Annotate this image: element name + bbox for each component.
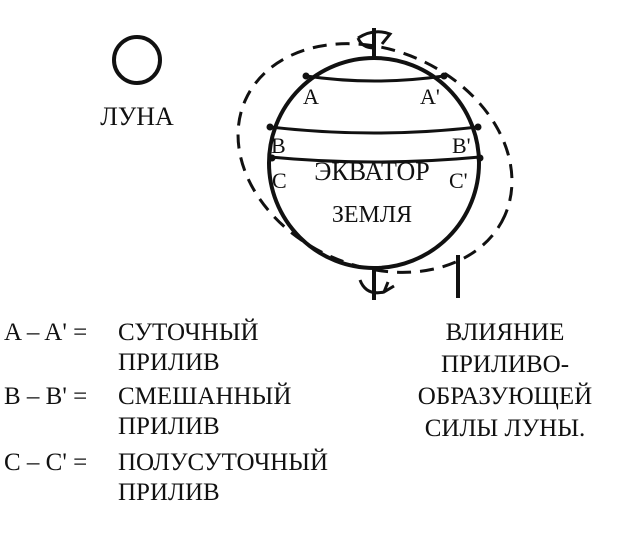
latitude-line-b [269,125,479,135]
equator-label: ЭКВАТОР [314,157,429,186]
legend-term-c: ПОЛУСУТОЧНЫЙ [118,448,328,476]
influence-line-4: СИЛЫ ЛУНЫ. [425,415,586,442]
point-c-left-label: C [272,168,287,193]
influence-caption: ВЛИЯНИЕ ПРИЛИВО- ОБРАЗУЮЩЕЙ СИЛЫ ЛУНЫ. [418,319,592,442]
legend-term-a-line2: ПРИЛИВ [118,349,220,376]
point-c-right-label: C' [449,168,468,193]
moon-circle [112,35,162,85]
influence-line-2: ПРИЛИВО- [441,351,569,378]
rotation-arrow-top-icon [356,30,393,50]
legend-term-b-line2: ПРИЛИВ [118,413,220,440]
equator-line [269,155,481,164]
legend: A – A' = СУТОЧНЫЙ ПРИЛИВ B – B' = СМЕШАН… [4,318,328,506]
point-a-left-marker [302,72,310,80]
legend-pair-a: A – A' = [4,319,87,346]
point-a-right-marker [440,72,448,80]
point-a-left-label: A [303,84,319,109]
point-b-left-label: B [271,133,286,158]
moon-label: ЛУНА [100,102,174,131]
point-c-left-marker [268,154,276,162]
legend-pair-b: B – B' = [4,383,87,410]
point-b-left-marker [266,123,274,131]
legend-term-b: СМЕШАННЫЙ [118,382,291,410]
earth-label: ЗЕМЛЯ [332,202,412,228]
latitude-line-a [305,74,445,83]
legend-term-c-line2: ПРИЛИВ [118,479,220,506]
influence-line-3: ОБРАЗУЮЩЕЙ [418,382,592,410]
rotation-arrow-bottom-icon [358,279,395,295]
point-a-right-label: A' [420,84,440,109]
point-c-right-marker [476,154,484,162]
point-b-right-marker [474,123,482,131]
point-b-right-label: B' [452,133,471,158]
legend-term-a: СУТОЧНЫЙ [118,318,259,346]
influence-line-1: ВЛИЯНИЕ [446,319,565,346]
legend-pair-c: C – C' = [4,449,87,476]
